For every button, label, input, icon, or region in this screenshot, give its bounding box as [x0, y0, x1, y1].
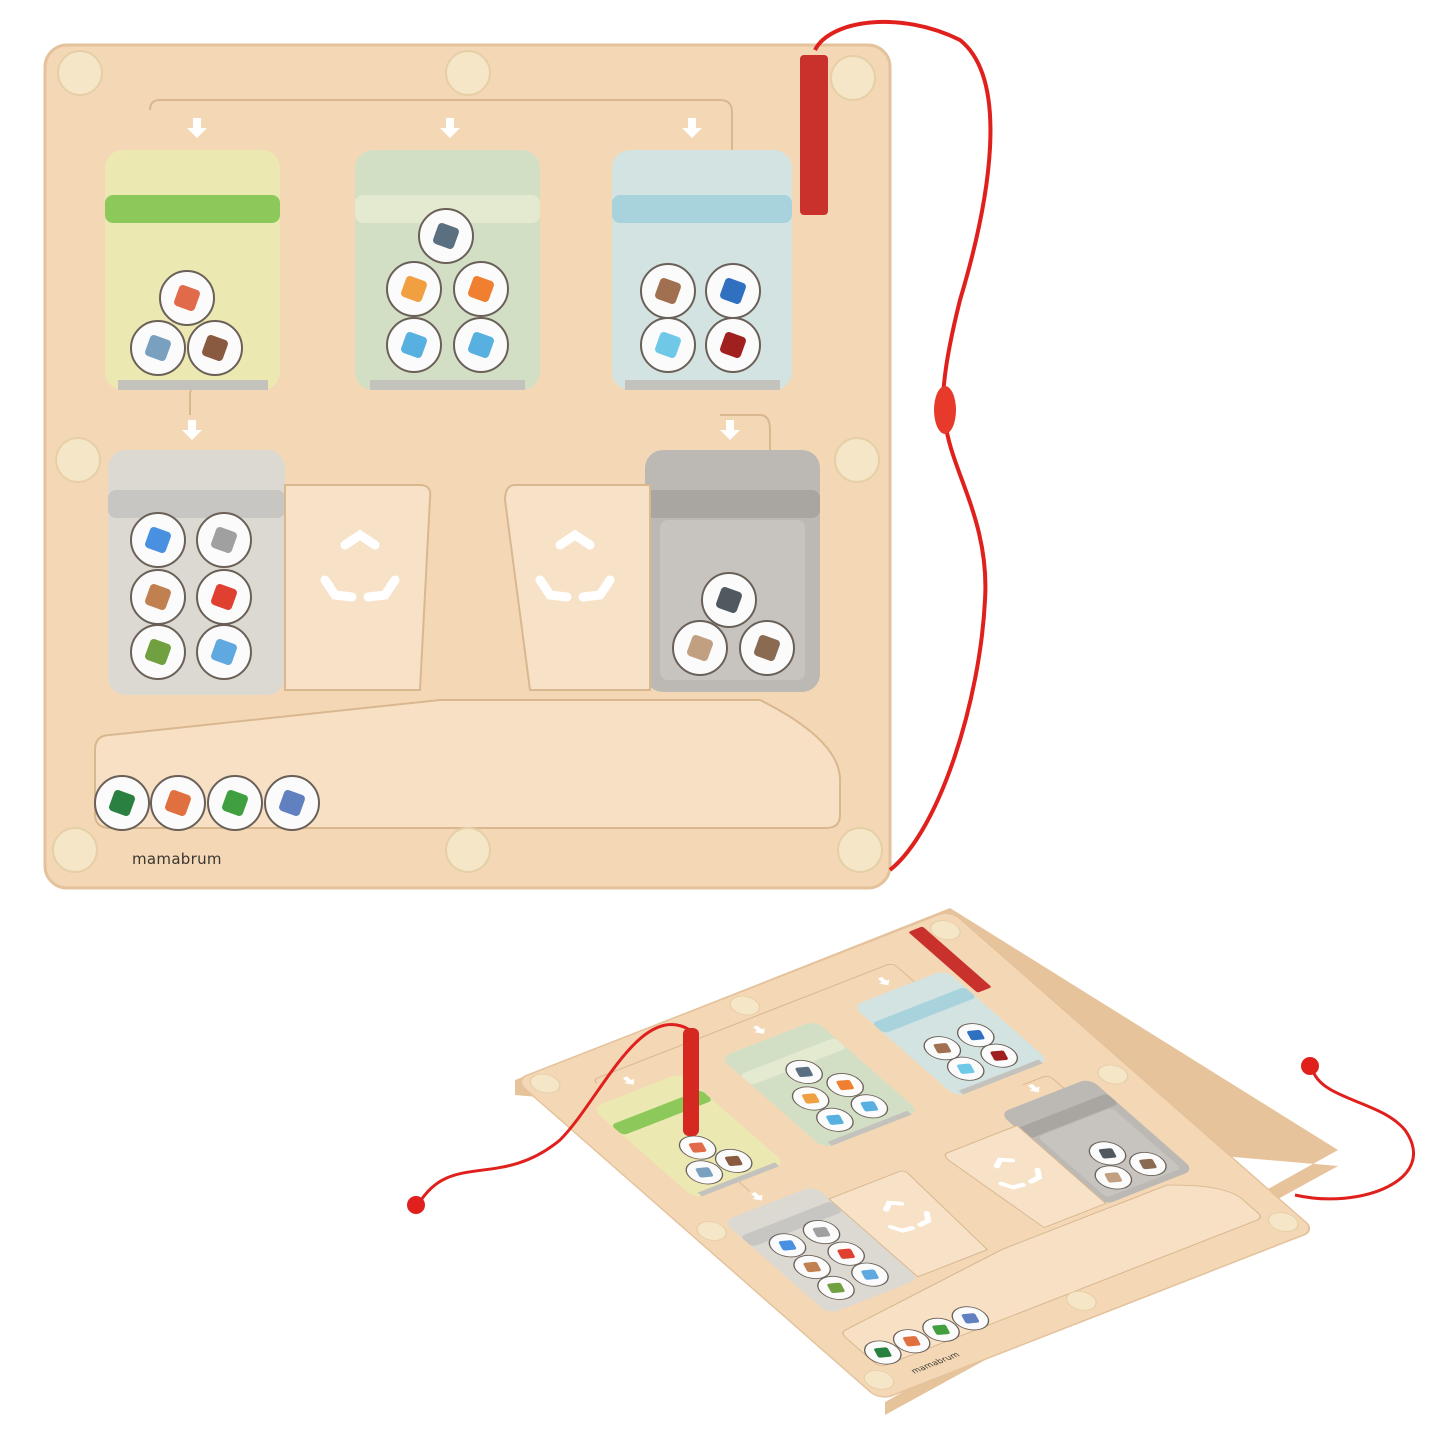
red-string-right — [1294, 1067, 1415, 1201]
string-bead — [934, 386, 956, 434]
red-string-left — [416, 1022, 691, 1206]
string-end-right — [1301, 1057, 1319, 1075]
magnetic-wand — [683, 1028, 699, 1136]
red-string — [813, 19, 993, 872]
board-angled-view — [407, 908, 1415, 1415]
string-end-left — [407, 1196, 425, 1214]
